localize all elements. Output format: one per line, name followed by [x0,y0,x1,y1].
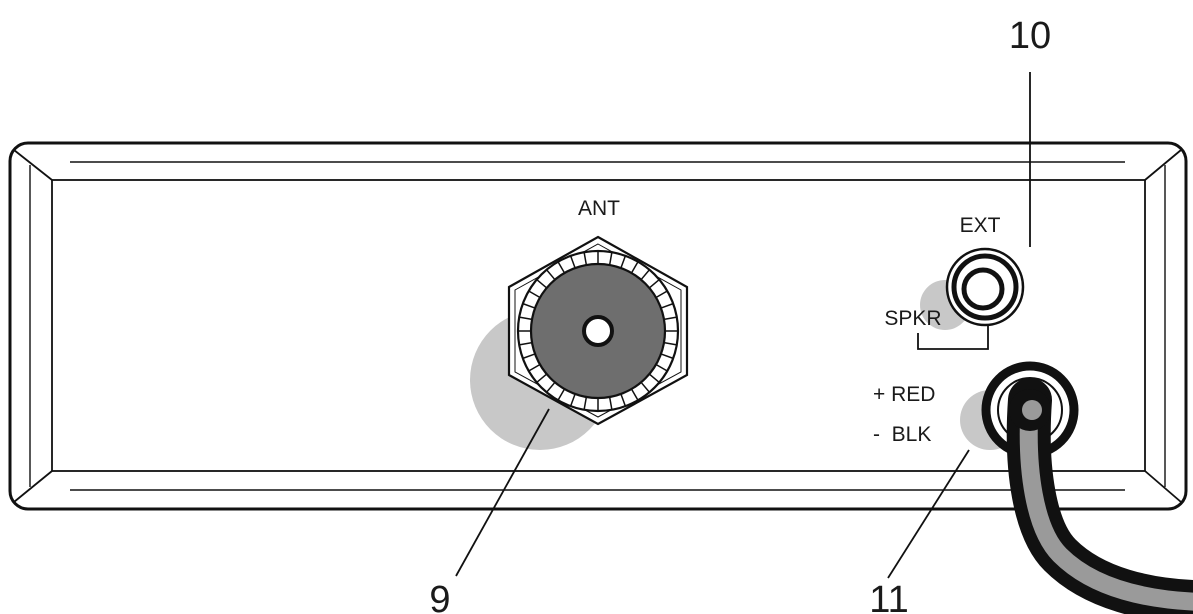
knurl-tick [608,252,613,266]
knurl-tick [569,255,576,269]
knurl-tick [640,269,650,281]
knurl-tick [528,363,541,372]
label-spkr: SPKR [884,307,941,330]
callout-10: 10 [1009,15,1051,57]
callout-11: 11 [869,579,908,614]
knurl-tick [536,373,548,383]
knurl-tick [608,396,613,410]
knurl-tick [660,302,674,309]
knurl-tick [655,290,668,299]
callout-line-11 [887,449,970,579]
knurl-tick [648,279,660,289]
knurl-tick [640,381,650,393]
ext-speaker-jack [920,247,1025,330]
knurl-tick [522,302,536,309]
knurl-tick [519,316,533,321]
label-ext: EXT [960,214,1001,237]
knurl-tick [620,393,627,407]
knurl-tick [583,252,588,266]
knurl-tick [522,353,536,360]
knurl-tick [660,353,674,360]
knurl-tick [546,269,556,281]
label-blk: - BLK [873,423,931,446]
knurl-tick [648,373,660,383]
knurl-tick [557,388,566,401]
center-pin-hole [582,315,614,347]
knurl-tick [663,316,677,321]
callout-9: 9 [429,579,450,614]
antenna-connector [470,235,689,450]
knurl-tick [557,261,566,274]
knurl-tick [569,393,576,407]
knurl-tick [630,388,639,401]
knurl-tick [663,341,677,346]
power-cable [960,361,1193,614]
knurl-tick [583,396,588,410]
callout-line-9 [455,408,550,577]
label-ant: ANT [578,197,620,220]
knurl-tick [620,255,627,269]
knurl-tick [630,261,639,274]
label-red: + RED [873,383,935,406]
connector-knurling [518,251,678,411]
knurl-tick [536,279,548,289]
spkr-bracket [917,324,989,350]
knurl-tick [528,290,541,299]
knurl-tick [546,381,556,393]
knurl-tick [519,341,533,346]
knurl-tick [655,363,668,372]
